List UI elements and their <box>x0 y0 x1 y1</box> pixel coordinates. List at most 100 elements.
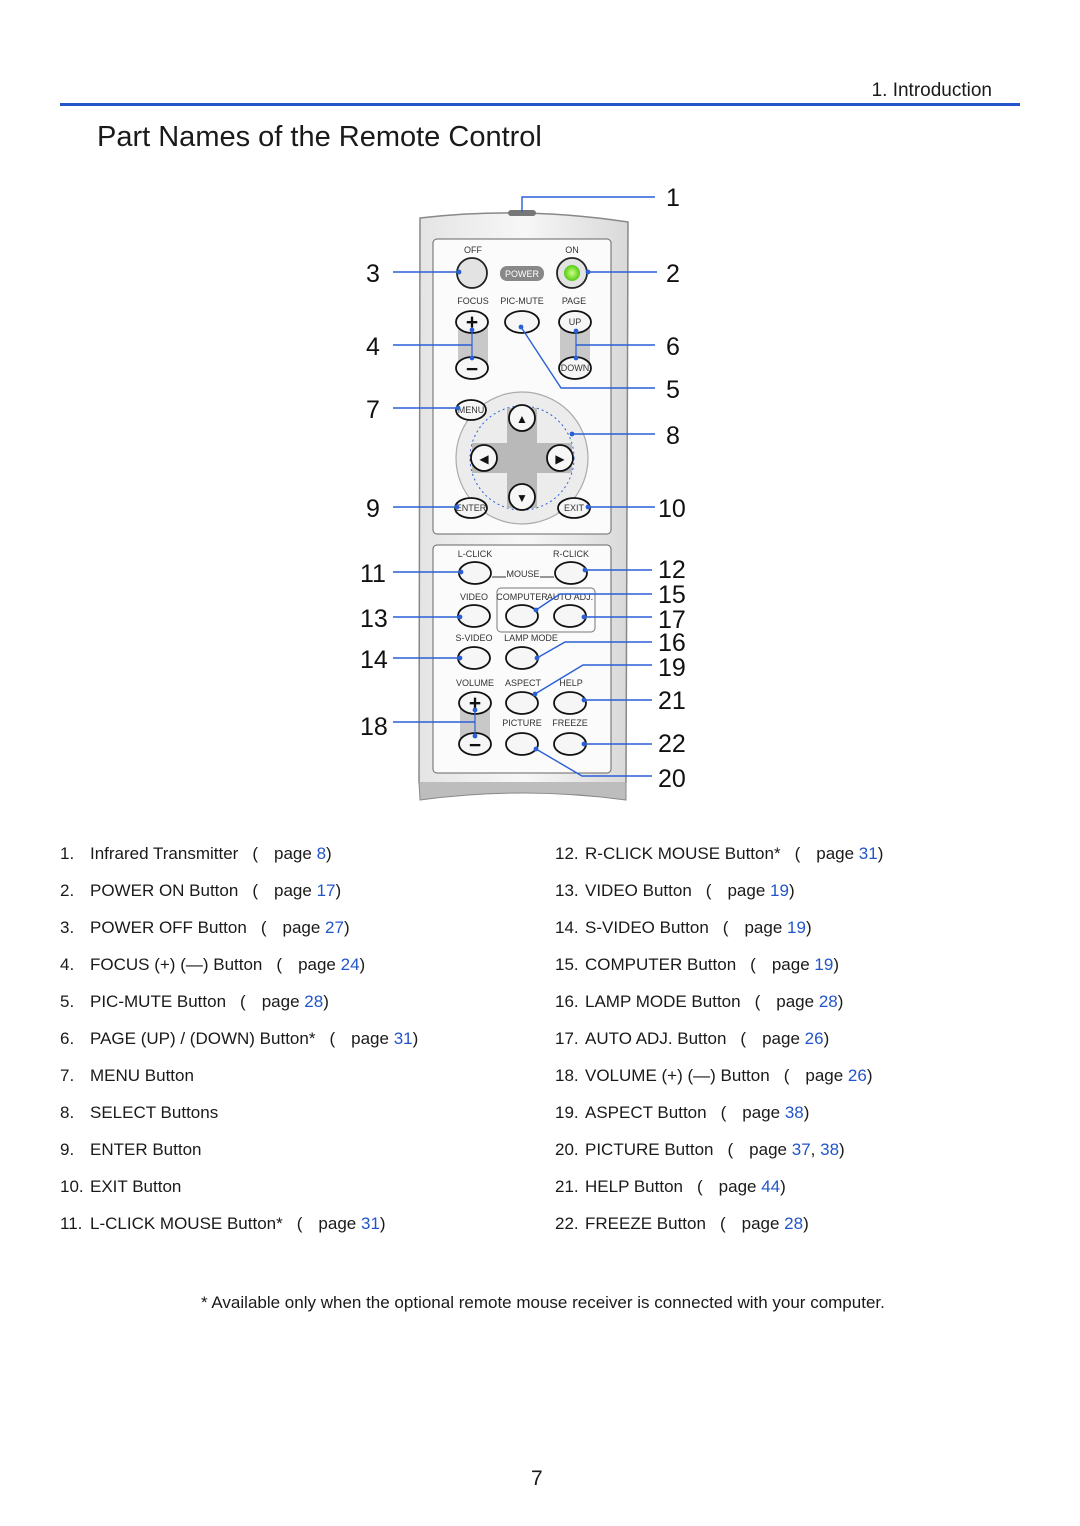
source-group-frame <box>496 587 596 633</box>
list-item: 14.S-VIDEO Button(page 19) <box>555 918 812 937</box>
list-item: 9.ENTER Button <box>60 1140 202 1159</box>
video-button <box>457 604 491 628</box>
list-item: 19.ASPECT Button(page 38) <box>555 1103 810 1122</box>
s-video-label: S-VIDEO <box>455 633 492 643</box>
select-right-icon: ▶ <box>555 452 565 466</box>
power-led <box>564 265 580 281</box>
r-click-label: R-CLICK <box>553 549 589 559</box>
auto-adj-label: AUTO ADJ. <box>547 592 593 602</box>
callout-6: 6 <box>666 333 680 361</box>
callout-20: 20 <box>658 765 686 793</box>
remote-control-figure: OFF ON POWER FOCUS PIC-MUTE PAGE + − UP … <box>330 180 750 805</box>
list-item: 5.PIC-MUTE Button(page 28) <box>60 992 329 1011</box>
help-label: HELP <box>559 678 583 688</box>
page-link[interactable]: 17 <box>316 881 336 900</box>
callout-9: 9 <box>366 495 380 523</box>
volume-plus-label: + <box>469 692 481 715</box>
list-item: 6.PAGE (UP) / (DOWN) Button*(page 31) <box>60 1029 419 1048</box>
page-link[interactable]: 38 <box>820 1140 840 1159</box>
computer-label: COMPUTER <box>496 592 548 602</box>
list-item: 21.HELP Button(page 44) <box>555 1177 786 1196</box>
list-item: 12.R-CLICK MOUSE Button*(page 31) <box>555 844 884 863</box>
page-link[interactable]: 26 <box>804 1029 824 1048</box>
page-down-label: DOWN <box>561 363 590 373</box>
volume-minus-label: − <box>469 734 481 757</box>
pic-mute-label: PIC-MUTE <box>500 296 544 306</box>
pic-mute-button <box>504 310 540 334</box>
page-up-label: UP <box>569 317 582 327</box>
page-link[interactable]: 28 <box>818 992 838 1011</box>
leader-line-15 <box>535 593 652 611</box>
page-link[interactable]: 28 <box>304 992 324 1011</box>
callout-5: 5 <box>666 376 680 404</box>
page-number: 7 <box>531 1467 543 1490</box>
select-left-button <box>470 444 498 472</box>
infrared-transmitter <box>508 210 536 216</box>
leader-line-5 <box>520 326 655 389</box>
list-item: 10.EXIT Button <box>60 1177 182 1196</box>
s-video-button <box>457 646 491 670</box>
list-item: 8.SELECT Buttons <box>60 1103 219 1122</box>
power-label: POWER <box>505 269 540 279</box>
page-link[interactable]: 28 <box>784 1214 804 1233</box>
page-link[interactable]: 27 <box>325 918 344 937</box>
page-link[interactable]: 24 <box>340 955 360 974</box>
callout-14: 14 <box>360 646 388 674</box>
callout-21: 21 <box>658 687 686 715</box>
callout-10: 10 <box>658 495 686 523</box>
callout-19: 19 <box>658 654 686 682</box>
page-link[interactable]: 8 <box>316 844 327 863</box>
page-link[interactable]: 19 <box>787 918 806 937</box>
page-link[interactable]: 38 <box>784 1103 804 1122</box>
callout-7: 7 <box>366 396 380 424</box>
list-item: 13.VIDEO Button(page 19) <box>555 881 795 900</box>
on-label: ON <box>565 245 579 255</box>
page-link[interactable]: 19 <box>814 955 834 974</box>
page-link[interactable]: 26 <box>847 1066 867 1085</box>
list-item: 20.PICTURE Button(page 37, 38) <box>555 1140 845 1159</box>
list-item: 7.MENU Button <box>60 1066 194 1085</box>
leader-line-1 <box>521 196 655 212</box>
callout-2: 2 <box>666 260 680 288</box>
power-badge <box>500 266 544 281</box>
select-up-button <box>508 404 536 432</box>
freeze-button <box>553 732 587 756</box>
callout-15: 15 <box>658 581 686 609</box>
volume-label: VOLUME <box>456 678 494 688</box>
callout-1: 1 <box>666 184 680 212</box>
picture-label: PICTURE <box>502 718 542 728</box>
callout-22: 22 <box>658 730 686 758</box>
video-label: VIDEO <box>460 592 488 602</box>
lamp-mode-button <box>505 646 539 670</box>
select-pad-cross <box>472 408 572 508</box>
focus-label: FOCUS <box>457 296 489 306</box>
computer-button <box>505 604 539 628</box>
page-link[interactable]: 19 <box>770 881 789 900</box>
mouse-label: MOUSE <box>506 569 539 579</box>
menu-label: MENU <box>458 405 485 415</box>
help-button <box>553 691 587 715</box>
menu-button <box>455 399 487 421</box>
page-link[interactable]: 37 <box>791 1140 811 1159</box>
l-click-button <box>458 561 492 585</box>
page-link[interactable]: 44 <box>761 1177 781 1196</box>
auto-adj-button <box>553 604 587 628</box>
leader-line-16 <box>536 641 652 659</box>
focus-minus-label: − <box>466 358 478 381</box>
r-click-button <box>554 561 588 585</box>
page-title: Part Names of the Remote Control <box>97 121 542 153</box>
callout-3: 3 <box>366 260 380 288</box>
callout-16: 16 <box>658 629 686 657</box>
page-label: PAGE <box>562 296 586 306</box>
aspect-button <box>505 691 539 715</box>
list-item: 15.COMPUTER Button(page 19) <box>555 955 839 974</box>
list-item: 18.VOLUME (+) (—) Button(page 26) <box>555 1066 873 1085</box>
select-down-button <box>508 483 536 511</box>
page-link[interactable]: 31 <box>360 1214 380 1233</box>
list-item: 1.Infrared Transmitter(page 8) <box>60 844 332 863</box>
page-link[interactable]: 31 <box>393 1029 413 1048</box>
aspect-label: ASPECT <box>505 678 542 688</box>
callout-18: 18 <box>360 713 388 741</box>
page-link[interactable]: 31 <box>858 844 878 863</box>
list-item: 11.L-CLICK MOUSE Button*(page 31) <box>60 1214 386 1233</box>
